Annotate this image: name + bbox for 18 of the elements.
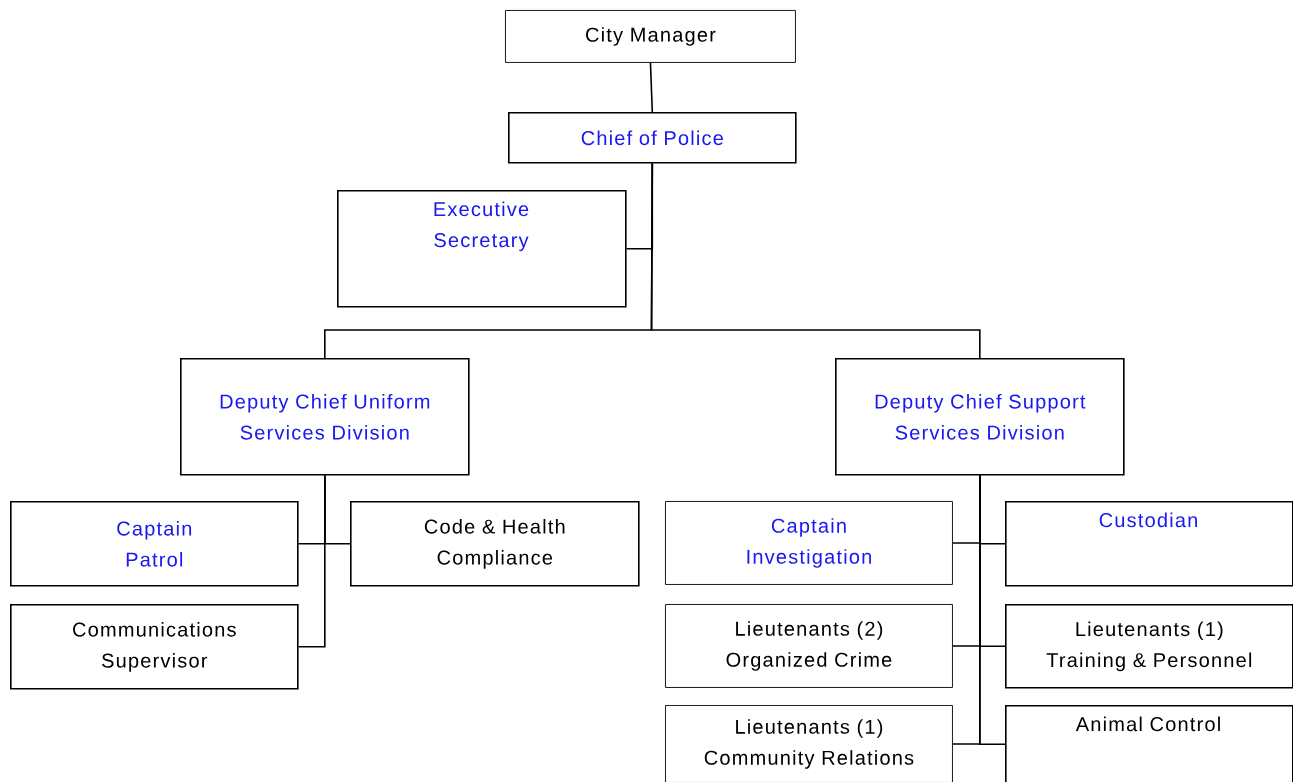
org-box: Custodian <box>1005 501 1293 587</box>
org-box: Communications Supervisor <box>10 604 299 690</box>
org-box: Animal Control <box>1005 705 1293 782</box>
org-box: Lieutenants (1) Training & Personnel <box>1005 604 1293 689</box>
org-box: Lieutenants (1) Community Relations <box>665 705 953 782</box>
org-box: Chief of Police <box>508 112 797 164</box>
org-box: Deputy Chief Uniform Services Division <box>180 358 470 476</box>
connector-line <box>297 474 326 648</box>
org-box: Captain Patrol <box>10 501 299 587</box>
connector-line <box>649 62 654 113</box>
org-box: Deputy Chief Support Services Division <box>835 358 1125 476</box>
org-box: City Manager <box>505 10 796 63</box>
connector-line <box>979 474 1006 746</box>
org-box: Captain Investigation <box>665 501 953 585</box>
org-box: Lieutenants (2) Organized Crime <box>665 604 953 688</box>
org-box: Executive Secretary <box>337 190 627 308</box>
org-box: Code & Health Compliance <box>350 501 640 587</box>
connector-line <box>650 162 981 359</box>
